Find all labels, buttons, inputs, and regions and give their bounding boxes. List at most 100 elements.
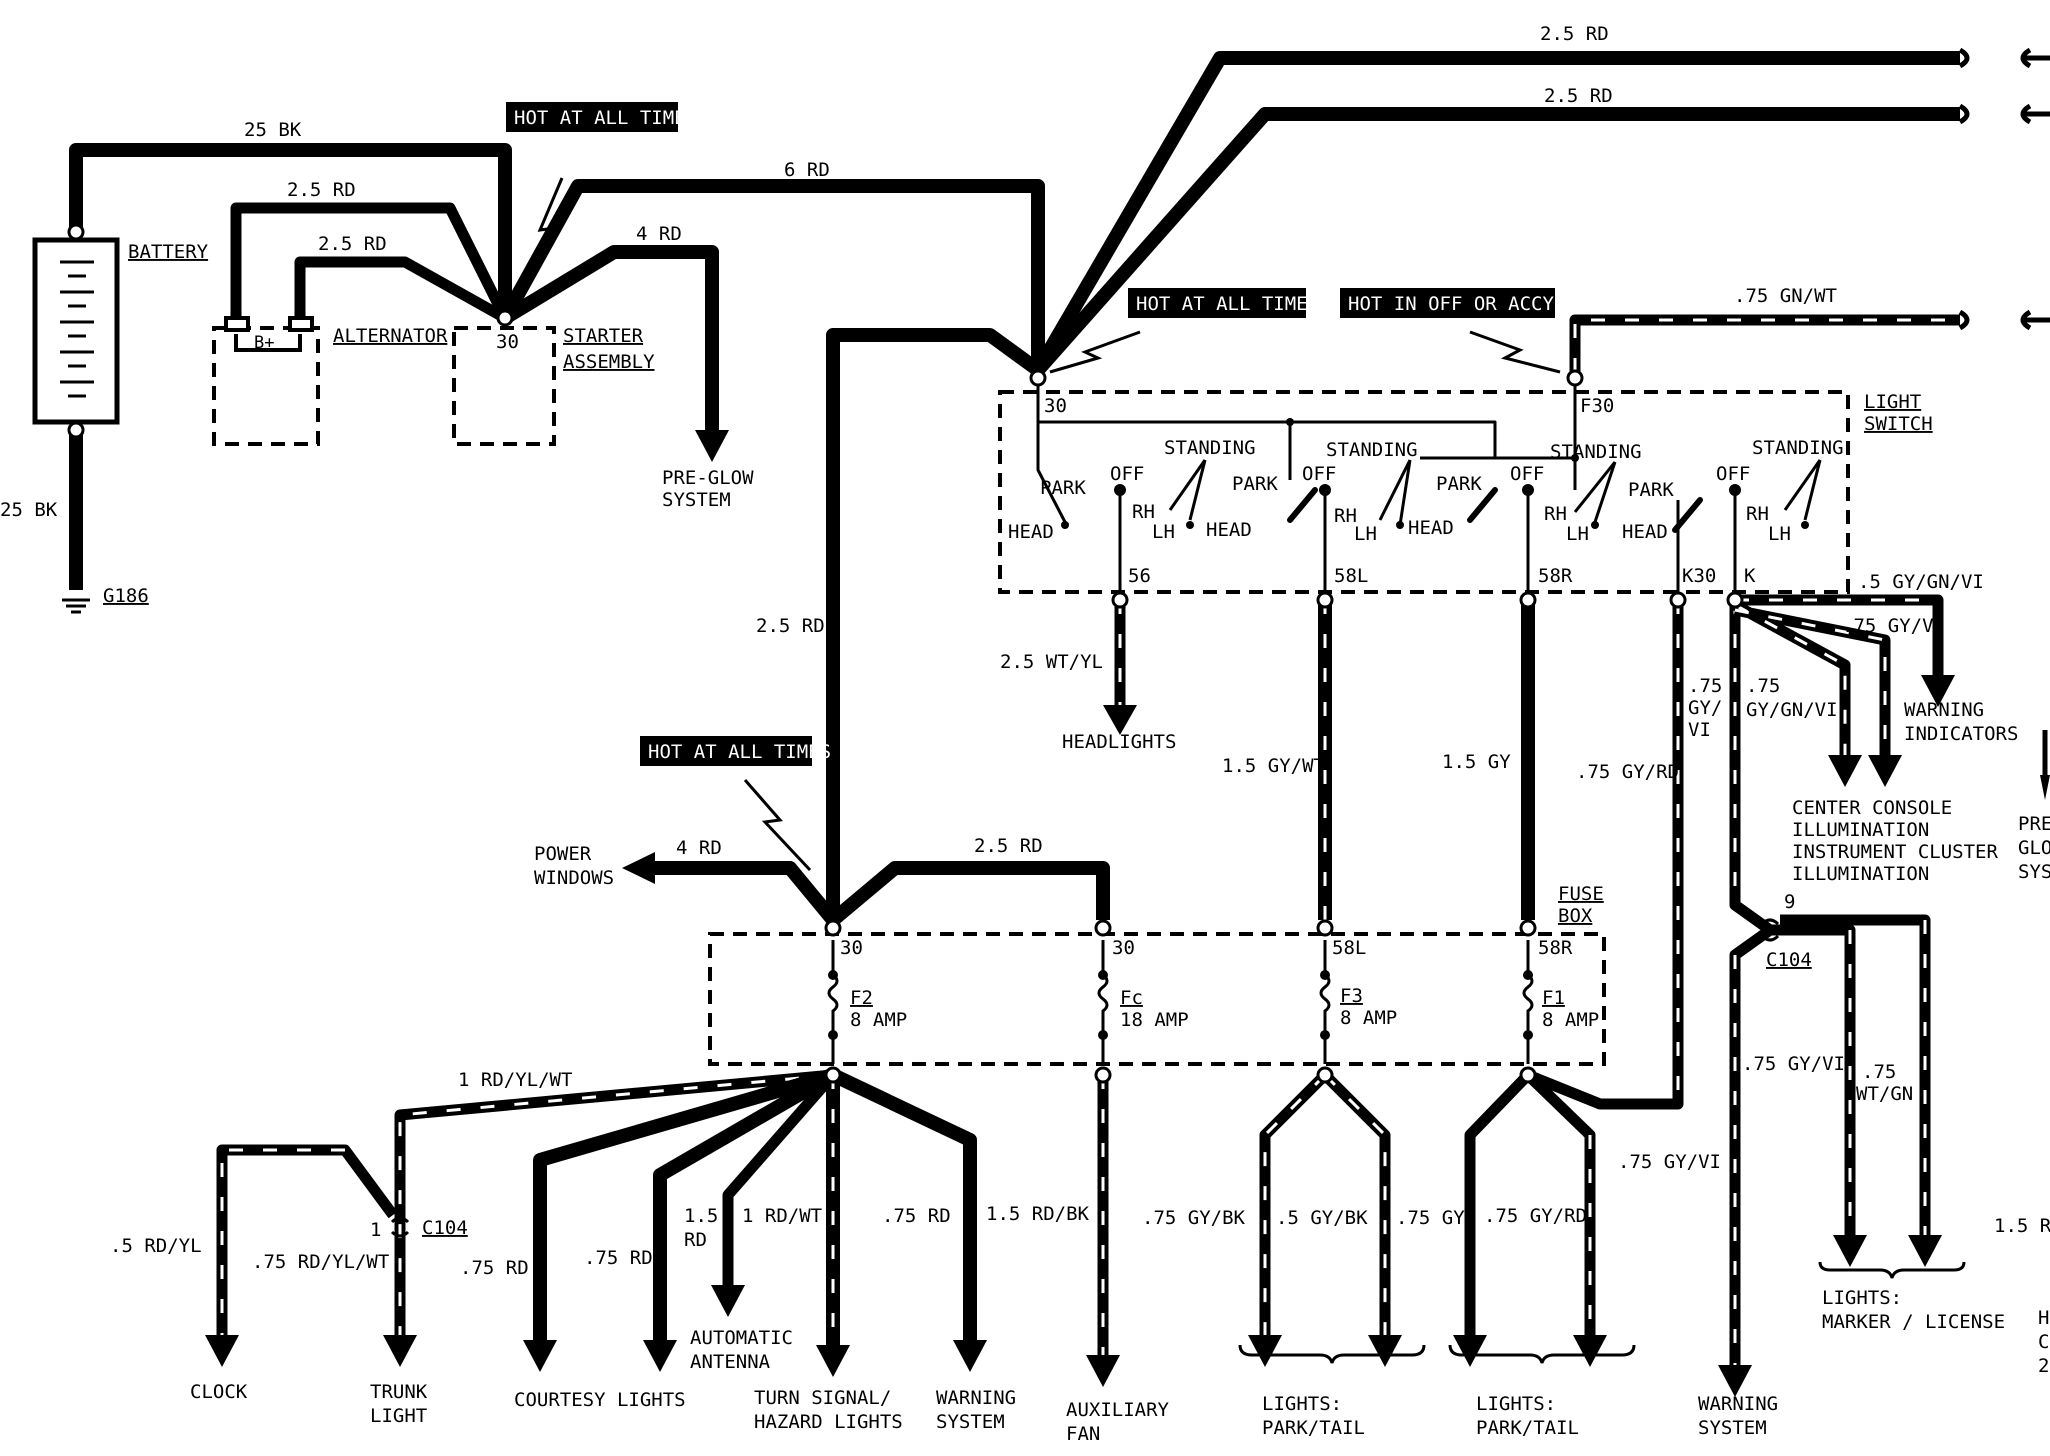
wire-top2 <box>1032 107 1960 375</box>
switch-park-2: PARK <box>1232 473 1278 495</box>
wire-antenna <box>722 1071 838 1290</box>
fuse-f3-name: F3 <box>1340 985 1363 1007</box>
wire-alt1 <box>230 202 510 321</box>
terminal-nodes <box>67 223 1744 1084</box>
wire-label-courtesy1: .75 RD <box>460 1257 529 1279</box>
wire-f2-trunk-stripe <box>398 1073 834 1340</box>
arrow-heads <box>205 430 2050 1397</box>
hot-tag-fuse-text: HOT AT ALL TIMES <box>648 741 831 763</box>
wire-starter-switch <box>498 179 1045 370</box>
fuse-box-label-1: FUSE <box>1558 883 1604 905</box>
fuse-f1-rating: 8 AMP <box>1542 1009 1599 1031</box>
wire-power-windows <box>650 861 839 925</box>
fuse-f1-name: F1 <box>1542 987 1565 1009</box>
warning-system2-label-1: WARNING <box>1698 1393 1778 1415</box>
c104-right-label: C104 <box>1766 949 1812 971</box>
alternator-terminal-label: B+ <box>254 333 274 353</box>
wire-label-f1-side: .75 GY/VI <box>1618 1151 1721 1173</box>
wire-label-top1: 2.5 RD <box>1540 23 1609 45</box>
starter-box <box>452 326 556 446</box>
connector-c104-right-icon <box>1760 918 1780 942</box>
wire-label-right-edge: 1.5 RD <box>1994 1215 2050 1237</box>
light-switch-label-2: SWITCH <box>1864 413 1933 435</box>
antenna-label-1: AUTOMATIC <box>690 1327 793 1349</box>
battery-cells <box>60 260 94 398</box>
switch-bus <box>1036 378 1577 490</box>
fuse-box <box>708 932 1606 1066</box>
aux-fan-label-1: AUXILIARY <box>1066 1399 1170 1421</box>
preglow-right-label-1: PRE <box>2018 813 2050 835</box>
switch-terminal-k: K <box>1744 565 1756 587</box>
switch-terminal-56: 56 <box>1128 565 1151 587</box>
switch-lh-2: LH <box>1354 523 1377 545</box>
switch-lh-1: LH <box>1152 521 1175 543</box>
wire-label-k30-side-3: VI <box>1688 719 1711 741</box>
wire-label-k30-side-1: .75 <box>1688 675 1722 697</box>
edge-label-2: 2 <box>2038 1355 2049 1377</box>
battery-label: BATTERY <box>128 241 209 263</box>
wire-label-k30-side-2: GY/ <box>1688 697 1722 719</box>
switch-terminal-30: 30 <box>1044 395 1067 417</box>
switch-park-3: PARK <box>1436 473 1482 495</box>
hot-tag-fuse: HOT AT ALL TIMES <box>640 736 831 766</box>
aux-fan-label-2: FAN <box>1066 1423 1100 1445</box>
wire-label-aux-fan: .75 GY/BK <box>1142 1207 1246 1229</box>
c104-left-label: C104 <box>422 1217 468 1239</box>
clock-label: CLOCK <box>190 1381 248 1403</box>
wire-f30-stripe <box>1573 318 1960 372</box>
preglow-right-label-2: GLO <box>2018 837 2050 859</box>
wire-label-antenna-1: 1.5 <box>684 1205 718 1227</box>
wire-label-58r: 1.5 GY <box>1442 751 1511 773</box>
console-label-1: CENTER CONSOLE <box>1792 797 1952 819</box>
wire-label-c104-right-2: WT/GN <box>1856 1083 1913 1105</box>
switch-head-3: HEAD <box>1408 517 1454 539</box>
starter-label-2: ASSEMBLY <box>563 351 655 373</box>
switch-rh-3: RH <box>1544 503 1567 525</box>
hot-tag-f30-text: HOT IN OFF OR ACCY. <box>1348 293 1565 315</box>
lightning-bolt-icons <box>526 177 1561 872</box>
wire-top1 <box>1031 51 1960 374</box>
fuse-elements <box>827 940 1534 1064</box>
fuse-f2-name: F2 <box>850 987 873 1009</box>
wire-label-f2-out: 1 RD/YL/WT <box>458 1069 572 1091</box>
wire-courtesy2 <box>653 1068 837 1345</box>
switch-off-2: OFF <box>1302 463 1336 485</box>
c104-right-pin: 9 <box>1784 891 1795 913</box>
ground-icon <box>62 598 90 614</box>
headlights-label: HEADLIGHTS <box>1062 731 1176 753</box>
brackets <box>1238 1261 1966 1364</box>
power-windows-label-1: POWER <box>534 843 592 865</box>
warning-indicators-label-2: INDICATORS <box>1904 723 2018 745</box>
alternator-label: ALTERNATOR <box>333 325 448 347</box>
wire-label-k-console-2: GY/GN/VI <box>1746 699 1838 721</box>
alternator-terminals <box>224 316 314 352</box>
switch-lh-3: LH <box>1566 523 1589 545</box>
antenna-label-2: ANTENNA <box>690 1351 771 1373</box>
park-tail-a-label-2: PARK/TAIL <box>1262 1417 1365 1439</box>
fuse-terminal-30b: 30 <box>1112 937 1135 959</box>
hot-tag-switch: HOT AT ALL TIMES <box>1128 288 1319 318</box>
fuse-f3-rating: 8 AMP <box>1340 1007 1397 1029</box>
wire-warning <box>829 1068 977 1345</box>
switch-park-1: PARK <box>1040 477 1086 499</box>
wire-clock <box>216 1144 398 1340</box>
switch-terminal-58l: 58L <box>1334 565 1368 587</box>
warning-indicators-label-1: WARNING <box>1904 699 1984 721</box>
switch-standing-3: STANDING <box>1550 441 1642 463</box>
fuse-terminal-58l: 58L <box>1332 937 1366 959</box>
wire-alt2 <box>294 256 508 323</box>
wire-switch-fuse <box>826 328 1043 920</box>
wire-label-warning: .75 RD <box>882 1205 951 1227</box>
hot-tag-battery: HOT AT ALL TIMES <box>506 102 697 132</box>
trunk-label-2: LIGHT <box>370 1405 427 1427</box>
wire-label-f3-a: .5 GY/BK <box>1276 1207 1368 1229</box>
wire-label-58l: 1.5 GY/WT <box>1222 755 1325 777</box>
switch-contacts <box>1287 487 1703 533</box>
wire-label-k-gy-vi: .75 GY/VI <box>1842 615 1945 637</box>
wire-label-power-windows: 4 RD <box>676 837 722 859</box>
wire-label-headlights: 2.5 WT/YL <box>1000 651 1103 673</box>
trunk-label-1: TRUNK <box>370 1381 428 1403</box>
wire-label-c104-right-1: .75 <box>1862 1061 1896 1083</box>
wire-label-c104-down: .75 GY/VI <box>1742 1053 1845 1075</box>
wire-label-trunk: .75 RD/YL/WT <box>252 1251 389 1273</box>
